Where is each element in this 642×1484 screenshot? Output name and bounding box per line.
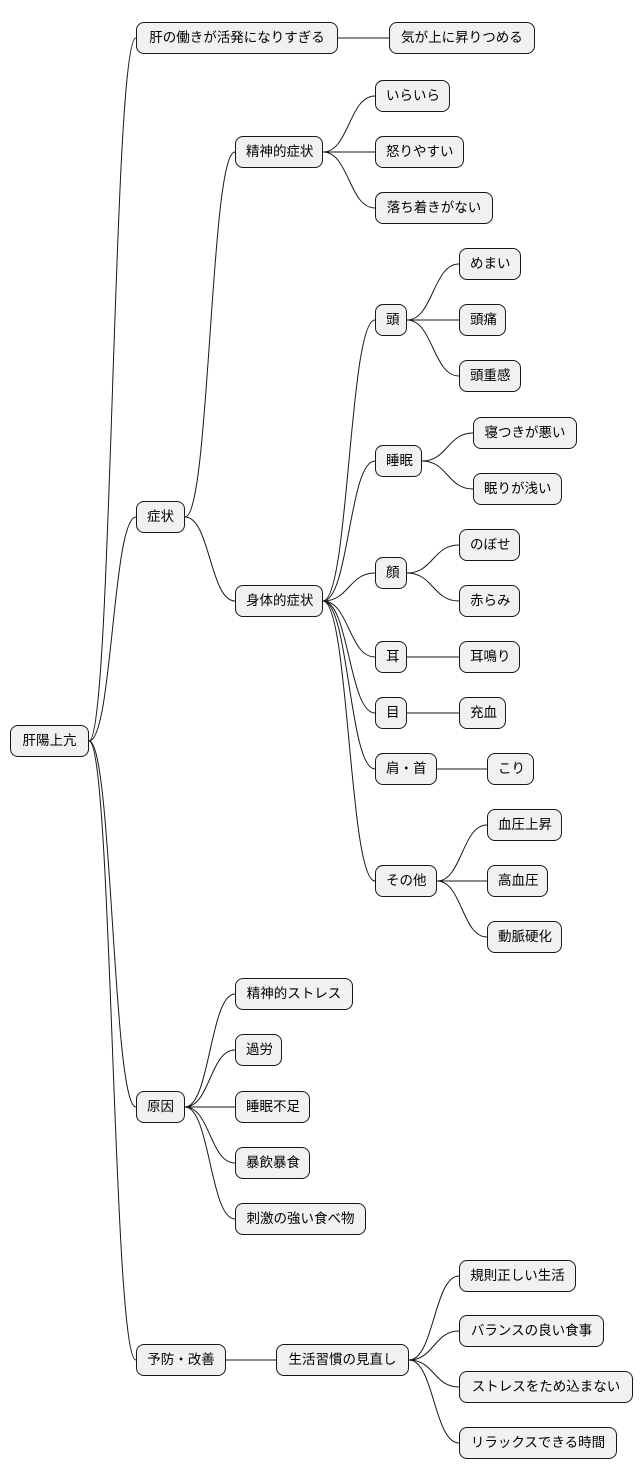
node-other[interactable]: その他 (375, 865, 437, 897)
node-qi-rising[interactable]: 気が上に昇りつめる (389, 22, 535, 54)
node-spicy-food[interactable]: 刺激の強い食べ物 (235, 1203, 366, 1235)
connector-n3b (184, 1049, 236, 1108)
connector-n4a4 (408, 1359, 460, 1444)
connector-n3e (184, 1106, 236, 1220)
connector-n2a (184, 151, 236, 518)
node-head-heaviness[interactable]: 頭重感 (459, 360, 521, 392)
node-headache[interactable]: 頭痛 (459, 304, 506, 336)
connector-n2b3 (322, 572, 376, 602)
root-node[interactable]: 肝陽上亢 (10, 725, 89, 757)
node-irritability[interactable]: いらいら (375, 80, 450, 112)
node-arteriosclerosis[interactable]: 動脈硬化 (487, 921, 562, 953)
node-ear[interactable]: 耳 (375, 641, 407, 673)
node-blood-pressure-rise[interactable]: 血圧上昇 (487, 809, 562, 841)
connector-n2b7a (436, 824, 488, 882)
connector-n2b4 (322, 600, 376, 658)
node-hot-flush[interactable]: のぼせ (459, 529, 520, 561)
node-face[interactable]: 顔 (375, 557, 407, 589)
node-light-sleep[interactable]: 眠りが浅い (473, 473, 562, 505)
connector-n4a3 (408, 1359, 460, 1388)
node-regular-life[interactable]: 規則正しい生活 (459, 1260, 576, 1292)
connector-n2b7 (322, 600, 376, 882)
node-tinnitus[interactable]: 耳鳴り (459, 641, 520, 673)
connector-n4a2 (408, 1330, 460, 1361)
connector-n2 (88, 516, 137, 742)
connector-n4 (88, 740, 137, 1361)
connector-n2b6 (322, 600, 376, 770)
node-causes[interactable]: 原因 (136, 1091, 185, 1123)
node-mental-symptoms[interactable]: 精神的症状 (235, 136, 323, 168)
node-physical-symptoms[interactable]: 身体的症状 (235, 585, 323, 617)
node-mental-stress[interactable]: 精神的ストレス (235, 978, 353, 1010)
connector-n2b3a (406, 544, 460, 574)
connector-n2b5 (322, 600, 376, 714)
connector-n3a (184, 993, 236, 1108)
connector-n2a1 (322, 95, 376, 153)
connector-n2b (184, 516, 236, 602)
node-liver-overactive[interactable]: 肝の働きが活発になりすぎる (136, 22, 338, 54)
node-balanced-diet[interactable]: バランスの良い食事 (459, 1315, 604, 1347)
connector-n1 (88, 37, 137, 742)
connector-n3d (184, 1106, 236, 1164)
connector-n2b1c (406, 319, 460, 377)
connector-n2b7c (436, 880, 488, 938)
connector-n4a1 (408, 1275, 460, 1361)
node-sleep-deprivation[interactable]: 睡眠不足 (235, 1091, 310, 1123)
node-redness[interactable]: 赤らみ (459, 585, 520, 617)
connector-n2b1a (406, 263, 460, 321)
node-prevention[interactable]: 予防・改善 (136, 1344, 226, 1376)
node-overeating[interactable]: 暴飲暴食 (235, 1147, 310, 1179)
node-hard-to-fall-asleep[interactable]: 寝つきが悪い (473, 417, 577, 449)
connector-n2b3b (406, 572, 460, 602)
connector-n2b2b (421, 460, 474, 490)
connector-n3 (88, 740, 137, 1108)
node-hypertension[interactable]: 高血圧 (487, 865, 548, 897)
connector-n2b2a (421, 432, 474, 462)
node-lifestyle-review[interactable]: 生活習慣の見直し (276, 1344, 409, 1376)
connector-n2a3 (322, 151, 376, 209)
node-dizziness[interactable]: めまい (459, 248, 521, 280)
node-shoulder-neck[interactable]: 肩・首 (375, 753, 437, 785)
node-avoid-stress[interactable]: ストレスをため込まない (459, 1371, 633, 1403)
connector-n2b1 (322, 319, 376, 602)
node-restlessness[interactable]: 落ち着きがない (375, 192, 493, 224)
node-eye[interactable]: 目 (375, 697, 407, 729)
node-overwork[interactable]: 過労 (235, 1034, 282, 1066)
node-symptoms[interactable]: 症状 (136, 501, 185, 533)
node-easily-angered[interactable]: 怒りやすい (375, 136, 464, 168)
node-head[interactable]: 頭 (375, 304, 407, 336)
connector-n2b2 (322, 460, 376, 602)
node-stiffness[interactable]: こり (487, 753, 534, 785)
node-sleep[interactable]: 睡眠 (375, 445, 422, 477)
node-relax-time[interactable]: リラックスできる時間 (459, 1427, 617, 1459)
node-bloodshot[interactable]: 充血 (459, 697, 506, 729)
